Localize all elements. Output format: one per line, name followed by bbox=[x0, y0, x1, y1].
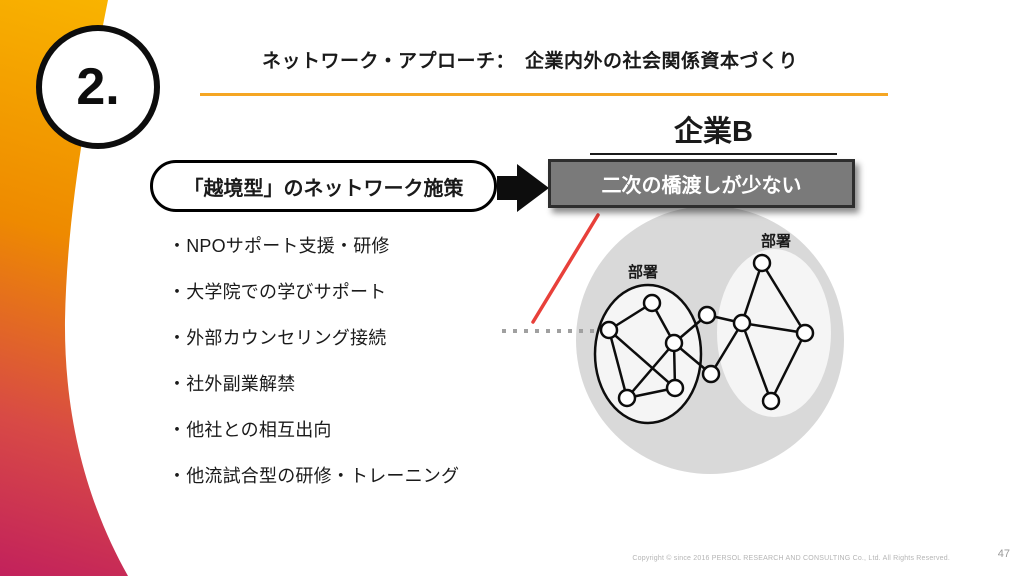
network-node bbox=[642, 293, 662, 313]
page-number: 47 bbox=[997, 548, 1010, 560]
network-node bbox=[599, 320, 619, 340]
network-node bbox=[665, 378, 685, 398]
decorative-gradient-band bbox=[0, 0, 128, 576]
right-arrow-icon bbox=[497, 164, 549, 212]
title-accent-rule bbox=[200, 93, 888, 96]
measure-pill: 「越境型」のネットワーク施策 bbox=[150, 160, 497, 212]
network-node bbox=[795, 323, 815, 343]
finding-box-label: 二次の橋渡しが少ない bbox=[601, 175, 802, 197]
department-label: 部署 bbox=[761, 232, 791, 250]
slide-number-badge: 2. bbox=[36, 25, 160, 149]
list-item: ・他社との相互出向 bbox=[168, 420, 332, 440]
network-nodes bbox=[599, 253, 815, 411]
measure-list: ・NPOサポート支援・研修 ・大学院での学びサポート ・外部カウンセリング接続 … bbox=[168, 222, 498, 498]
red-callout-line bbox=[531, 213, 600, 324]
network-node bbox=[664, 333, 684, 353]
network-node bbox=[697, 305, 717, 325]
list-item: ・NPOサポート支援・研修 bbox=[168, 236, 390, 256]
company-heading: 企業B bbox=[590, 108, 837, 155]
list-item: ・他流試合型の研修・トレーニング bbox=[168, 466, 460, 486]
list-item: ・外部カウンセリング接続 bbox=[168, 328, 387, 348]
copyright-text: Copyright © since 2016 PERSOL RESEARCH A… bbox=[632, 555, 950, 562]
network-node bbox=[752, 253, 772, 273]
list-item: ・社外副業解禁 bbox=[168, 374, 296, 394]
network-node bbox=[732, 313, 752, 333]
finding-box: 二次の橋渡しが少ない bbox=[548, 159, 855, 208]
list-item: ・大学院での学びサポート bbox=[168, 282, 387, 302]
department-label: 部署 bbox=[628, 263, 658, 281]
network-node bbox=[617, 388, 637, 408]
page-title: ネットワーク・アプローチ： 企業内外の社会関係資本づくり bbox=[261, 51, 799, 72]
slide-number: 2. bbox=[76, 58, 120, 116]
network-node bbox=[761, 391, 781, 411]
network-node bbox=[701, 364, 721, 384]
measure-pill-label: 「越境型」のネットワーク施策 bbox=[183, 177, 464, 200]
